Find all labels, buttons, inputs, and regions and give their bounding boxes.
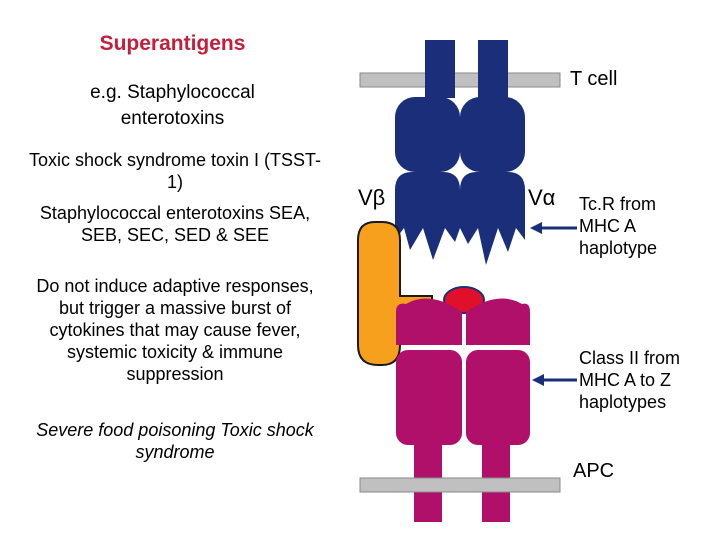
mhc-alpha2-domain	[396, 350, 462, 445]
tcr-beta-variable-domain	[395, 172, 460, 260]
superantigen	[357, 221, 433, 366]
mhc-beta2-domain	[466, 350, 530, 445]
t-cell-label: T cell	[570, 68, 618, 90]
tcr-arrow-head	[530, 222, 542, 234]
apc-label: APC	[573, 460, 615, 482]
mhc-arrow-head	[532, 374, 544, 386]
tcr-alpha-stalk	[478, 40, 508, 98]
enterotoxins-text: Staphylococcal enterotoxins SEA, SEB, SE…	[39, 203, 311, 245]
t-cell-membrane	[359, 72, 561, 88]
clinical-text: Severe food poisoning Toxic shock syndro…	[36, 420, 314, 462]
tcr-alpha-variable-domain	[460, 172, 525, 265]
effects-text: Do not induce adaptive responses, but tr…	[36, 276, 314, 384]
mhc-alpha1-domain	[396, 298, 462, 345]
tcr-beta-constant-domain	[395, 97, 460, 172]
tcr-label-line: Tc.R from MHC A haplotype	[579, 194, 658, 258]
mhc-beta1-domain	[466, 298, 530, 345]
tsst-text: Toxic shock syndrome toxin I (TSST-1)	[28, 150, 322, 192]
v-alpha-label: Vα	[528, 185, 556, 210]
tcr-label: Tc.R from MHC A haplotype	[579, 193, 679, 259]
apc-membrane	[359, 477, 561, 493]
tcr-alpha-constant-domain	[460, 97, 525, 172]
v-beta-label: Vβ	[358, 185, 386, 210]
tcr-beta-stalk	[425, 40, 455, 98]
example-text: e.g. Staphylococcal enterotoxins	[90, 82, 255, 129]
slide-title: Superantigens	[99, 32, 246, 55]
peptide	[443, 286, 485, 314]
class-ii-label: Class II from MHC A to Z haplotypes	[579, 347, 699, 413]
class-ii-label-line: Class II from MHC A to Z haplotypes	[579, 348, 681, 412]
